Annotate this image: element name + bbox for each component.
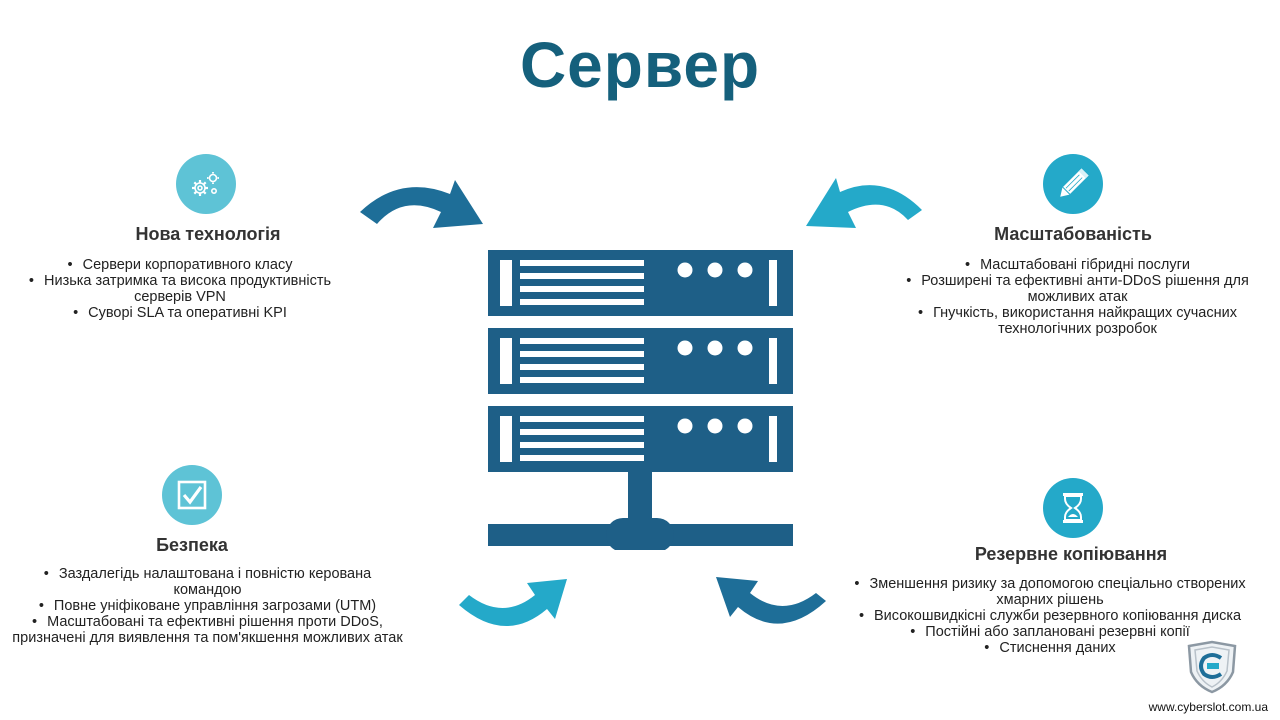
backup-heading: Резервне копіювання <box>974 544 1168 564</box>
checkbox-icon <box>162 465 222 525</box>
list-item: Розширені та ефективні анти-DDoS рішення… <box>890 273 1265 305</box>
list-item: Низька затримка та висока продуктивність… <box>0 273 360 305</box>
new-tech-list: Сервери корпоративного класу Низька затр… <box>0 257 360 321</box>
list-item: Повне уніфіковане управління загрозами (… <box>10 598 405 614</box>
new-tech-heading: Нова технологія <box>135 224 281 244</box>
scalability-list: Масштабовані гібридні послуги Розширені … <box>890 257 1265 337</box>
pencil-icon <box>1043 154 1103 214</box>
arrow-bottom-right-icon <box>716 577 826 624</box>
arrow-top-right-icon <box>806 178 922 228</box>
list-item: Стиснення даних <box>830 640 1270 656</box>
list-item: Зменшення ризику за допомогою спеціально… <box>830 576 1270 608</box>
arrow-top-left-icon <box>360 180 483 228</box>
arrow-bottom-left-icon <box>459 579 567 627</box>
list-item: Масштабовані гібридні послуги <box>890 257 1265 273</box>
cyberslot-logo <box>1183 640 1241 699</box>
security-list: Заздалегідь налаштована і повністю керов… <box>10 566 405 646</box>
server-icon <box>488 250 793 555</box>
list-item: Сервери корпоративного класу <box>0 257 360 273</box>
page-title: Сервер <box>519 29 761 101</box>
list-item: Постійні або заплановані резервні копії <box>830 624 1270 640</box>
list-item: Суворі SLA та оперативні KPI <box>0 305 360 321</box>
scalability-heading: Масштабованість <box>994 224 1152 244</box>
backup-list: Зменшення ризику за допомогою спеціально… <box>830 576 1270 656</box>
gears-icon <box>176 154 236 214</box>
list-item: Заздалегідь налаштована і повністю керов… <box>10 566 405 598</box>
website-link[interactable]: www.cyberslot.com.ua <box>1148 700 1268 714</box>
list-item: Масштабовані та ефективні рішення проти … <box>10 614 405 646</box>
list-item: Високошвидкісні служби резервного копіюв… <box>830 608 1270 624</box>
hourglass-icon <box>1043 478 1103 538</box>
security-heading: Безпека <box>156 535 228 555</box>
list-item: Гнучкість, використання найкращих сучасн… <box>890 305 1265 337</box>
